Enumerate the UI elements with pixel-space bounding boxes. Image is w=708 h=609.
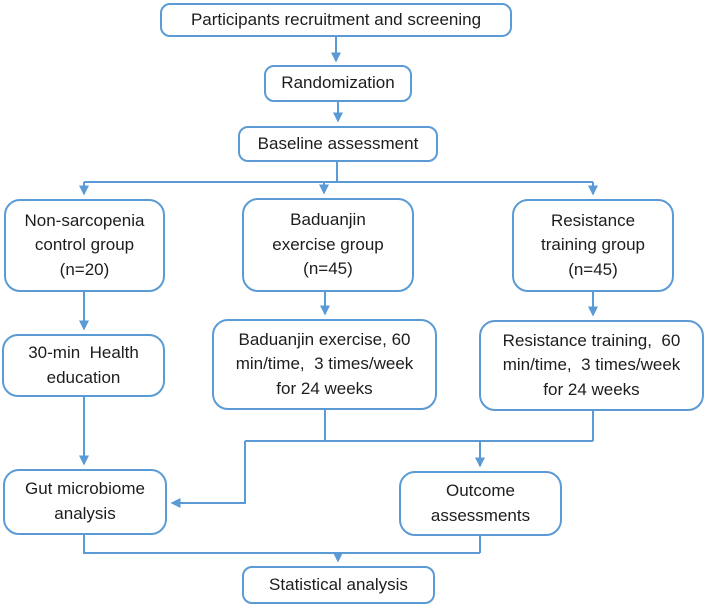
node-resistance-training: Resistance training, 60 min/time, 3 time…	[479, 320, 704, 411]
node-outcome-assessments-label: Outcome assessments	[430, 480, 531, 525]
node-recruitment: Participants recruitment and screening	[160, 3, 512, 37]
edge-statistical-rail	[83, 535, 481, 554]
node-baseline-assessment-label: Baseline assessment	[257, 133, 419, 153]
node-health-education: 30-min Health education	[2, 334, 165, 397]
node-resistance-group: Resistance training group (n=45)	[512, 199, 674, 292]
node-baseline-assessment: Baseline assessment	[238, 126, 438, 162]
node-control-group: Non-sarcopenia control group (n=20)	[4, 199, 165, 292]
node-gut-microbiome: Gut microbiome analysis	[3, 469, 167, 535]
edge-exercise-rail	[245, 410, 594, 442]
node-randomization-label: Randomization	[281, 73, 395, 93]
node-statistical-analysis-label: Statistical analysis	[269, 574, 408, 594]
edge-baseline-rail	[84, 162, 593, 183]
node-statistical-analysis: Statistical analysis	[242, 566, 435, 604]
node-baduanjin-group: Baduanjin exercise group (n=45)	[242, 198, 414, 292]
node-outcome-assessments: Outcome assessments	[399, 471, 562, 536]
node-health-education-label: 30-min Health education	[28, 342, 139, 387]
node-resistance-group-label: Resistance training group (n=45)	[541, 210, 645, 279]
node-baduanjin-exercise-label: Baduanjin exercise, 60 min/time, 3 times…	[235, 329, 414, 398]
node-baduanjin-group-label: Baduanjin exercise group (n=45)	[272, 210, 384, 279]
node-recruitment-label: Participants recruitment and screening	[190, 9, 482, 29]
node-baduanjin-exercise: Baduanjin exercise, 60 min/time, 3 times…	[212, 319, 437, 410]
node-gut-microbiome-label: Gut microbiome analysis	[25, 479, 145, 523]
node-resistance-training-label: Resistance training, 60 min/time, 3 time…	[502, 330, 681, 399]
node-control-group-label: Non-sarcopenia control group (n=20)	[24, 210, 145, 279]
node-randomization: Randomization	[264, 65, 412, 102]
edge-rail-gut	[170, 441, 246, 508]
